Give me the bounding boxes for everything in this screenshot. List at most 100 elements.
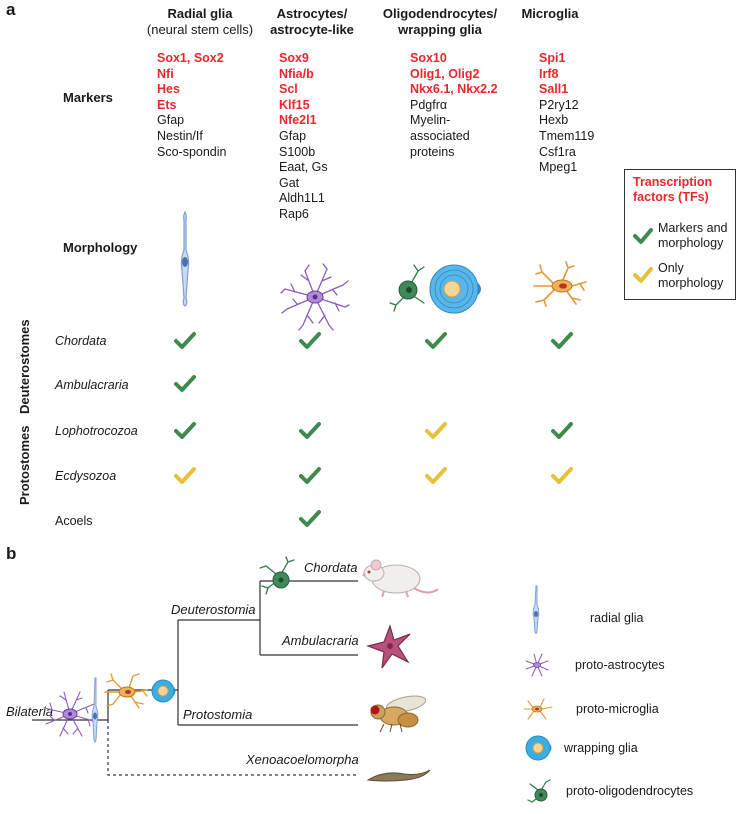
legend-proto-oligodendrocyte-icon: [527, 779, 551, 803]
legend-green-label: Markers and morphology: [658, 221, 727, 251]
tf-item: Nfe2l1: [279, 113, 317, 128]
tf-item: Nfi: [157, 66, 174, 81]
marker-item: Sco-spondin: [157, 144, 227, 159]
legend-proto-astrocyte-icon: [525, 653, 549, 677]
legend-line: Markers and: [658, 221, 728, 235]
fruit-fly-icon: [370, 695, 427, 733]
marker-item: Pdgfrα: [410, 97, 448, 112]
tf-item: Spi1: [539, 51, 566, 65]
green-check-icon: [551, 332, 573, 349]
column-title: Microglia: [521, 6, 579, 21]
green-check-icon: [174, 422, 196, 439]
column-subtitle: (neural stem cells): [146, 22, 254, 37]
tf-item: Nfia/b: [279, 66, 314, 81]
marker-item: Tmem119: [539, 128, 595, 143]
tf-item: Sox1, Sox2: [157, 51, 224, 65]
legend-label: radial glia: [590, 611, 644, 625]
yellow-check-icon: [425, 467, 447, 484]
legend-yellow-label: Only morphology: [658, 261, 723, 291]
marker-list-microglia: Spi1 Irf8 Sall1 P2ry12 Hexb Tmem119 Csf1…: [539, 51, 594, 176]
mouse-icon: [362, 559, 439, 598]
marker-item: Gat: [279, 175, 300, 190]
column-title: Radial glia: [167, 6, 233, 21]
marker-list-oligodendrocytes: Sox10 Olig1, Olig2 Nkx6.1, Nkx2.2 Pdgfrα…: [410, 51, 498, 160]
legend-title: Transcription factors (TFs): [633, 175, 712, 205]
tf-item: Sall1: [539, 82, 569, 97]
proto-astrocyte-icon: [43, 691, 97, 737]
row-label-morphology: Morphology: [63, 240, 138, 255]
wrapping-glia-icon: [151, 679, 176, 703]
tf-item: Irf8: [539, 66, 559, 81]
tf-item: Hes: [157, 82, 180, 97]
tree-label-deuterostomia: Deuterostomia: [171, 602, 256, 617]
green-check-icon: [551, 422, 573, 439]
tree-branch-dashed: [107, 720, 358, 776]
legend-radial-glia-icon: [532, 585, 540, 634]
yellow-check-icon: [551, 467, 573, 484]
marker-item: Gfap: [279, 128, 307, 143]
microglia-cell-icon: [533, 261, 587, 307]
legend-label: proto-oligodendrocytes: [566, 784, 694, 798]
tree-label-protostomia: Protostomia: [183, 707, 253, 722]
marker-list-astrocytes: Sox9 Nfia/b Scl Klf15 Nfe2l1 Gfap S100b …: [279, 51, 328, 223]
tree-label-ambulacraria: Ambulacraria: [282, 633, 359, 648]
marker-item: Mpeg1: [539, 160, 578, 175]
legend-label: proto-microglia: [576, 702, 659, 716]
marker-item: Eaat, Gs: [279, 160, 328, 175]
astrocyte-cell-icon: [280, 263, 350, 331]
marker-item: Myelin-: [410, 113, 451, 128]
legend-label: wrapping glia: [564, 741, 638, 755]
radial-glia-cell-icon: [180, 210, 190, 307]
tree-label-xenacoelomorpha: Xenoacoelomorpha: [246, 752, 359, 767]
legend-proto-microglia-icon: [523, 698, 553, 720]
column-title: Oligodendrocytes/: [382, 6, 498, 21]
yellow-check-icon: [425, 422, 447, 439]
column-subtitle: astrocyte-like: [270, 22, 354, 37]
marker-item: Rap6: [279, 206, 309, 221]
legend-wrapping-glia-icon: [525, 735, 552, 761]
yellow-check-icon: [633, 267, 653, 283]
row-label-markers: Markers: [63, 90, 113, 105]
marker-item: Hexb: [539, 113, 569, 128]
marker-list-radial-glia: Sox1, Sox2 Nfi Hes Ets Gfap Nestin/If Sc…: [157, 51, 227, 160]
green-check-icon: [174, 375, 196, 392]
legend-label: proto-astrocytes: [575, 658, 665, 672]
column-title: Astrocytes/: [276, 6, 348, 21]
oligodendrocyte-cell-icon: [389, 264, 481, 314]
acoel-worm-icon: [366, 769, 431, 782]
marker-item: Aldh1L1: [279, 191, 325, 206]
tf-item: Klf15: [279, 97, 310, 112]
green-check-icon: [299, 467, 321, 484]
column-subtitle: wrapping glia: [398, 22, 482, 37]
marker-item: proteins: [410, 144, 455, 159]
tree-label-chordata: Chordata: [304, 560, 358, 575]
marker-item: Nestin/If: [157, 128, 203, 143]
legend-title-line: factors (TFs): [633, 190, 709, 204]
legend-line: morphology: [658, 276, 724, 290]
legend-line: Only: [658, 261, 684, 275]
tf-item: Sox10: [410, 51, 447, 65]
column-header-astrocytes: Astrocytes/ astrocyte-like: [252, 6, 372, 38]
green-check-icon: [425, 332, 447, 349]
green-check-icon: [299, 510, 321, 527]
marker-item: Csf1ra: [539, 144, 576, 159]
starfish-icon: [365, 624, 411, 669]
panel-b-letter: b: [6, 544, 17, 563]
column-header-microglia: Microglia: [505, 6, 595, 22]
column-header-oligodendrocytes: Oligodendrocytes/ wrapping glia: [375, 6, 505, 38]
marker-item: associated: [410, 128, 470, 143]
tf-item: Nkx6.1, Nkx2.2: [410, 82, 498, 97]
tf-item: Olig1, Olig2: [410, 66, 480, 81]
green-check-icon: [299, 422, 321, 439]
panel-a-letter: a: [6, 0, 16, 19]
check-legend: Transcription factors (TFs) Markers and …: [624, 169, 736, 300]
marker-item: Gfap: [157, 113, 185, 128]
yellow-check-icon: [174, 467, 196, 484]
legend-line: morphology: [658, 236, 724, 250]
green-check-icon: [174, 332, 196, 349]
radial-glia-icon: [91, 677, 99, 743]
green-check-icon: [633, 228, 653, 244]
column-header-radial-glia: Radial glia (neural stem cells): [140, 6, 260, 38]
marker-item: P2ry12: [539, 97, 579, 112]
